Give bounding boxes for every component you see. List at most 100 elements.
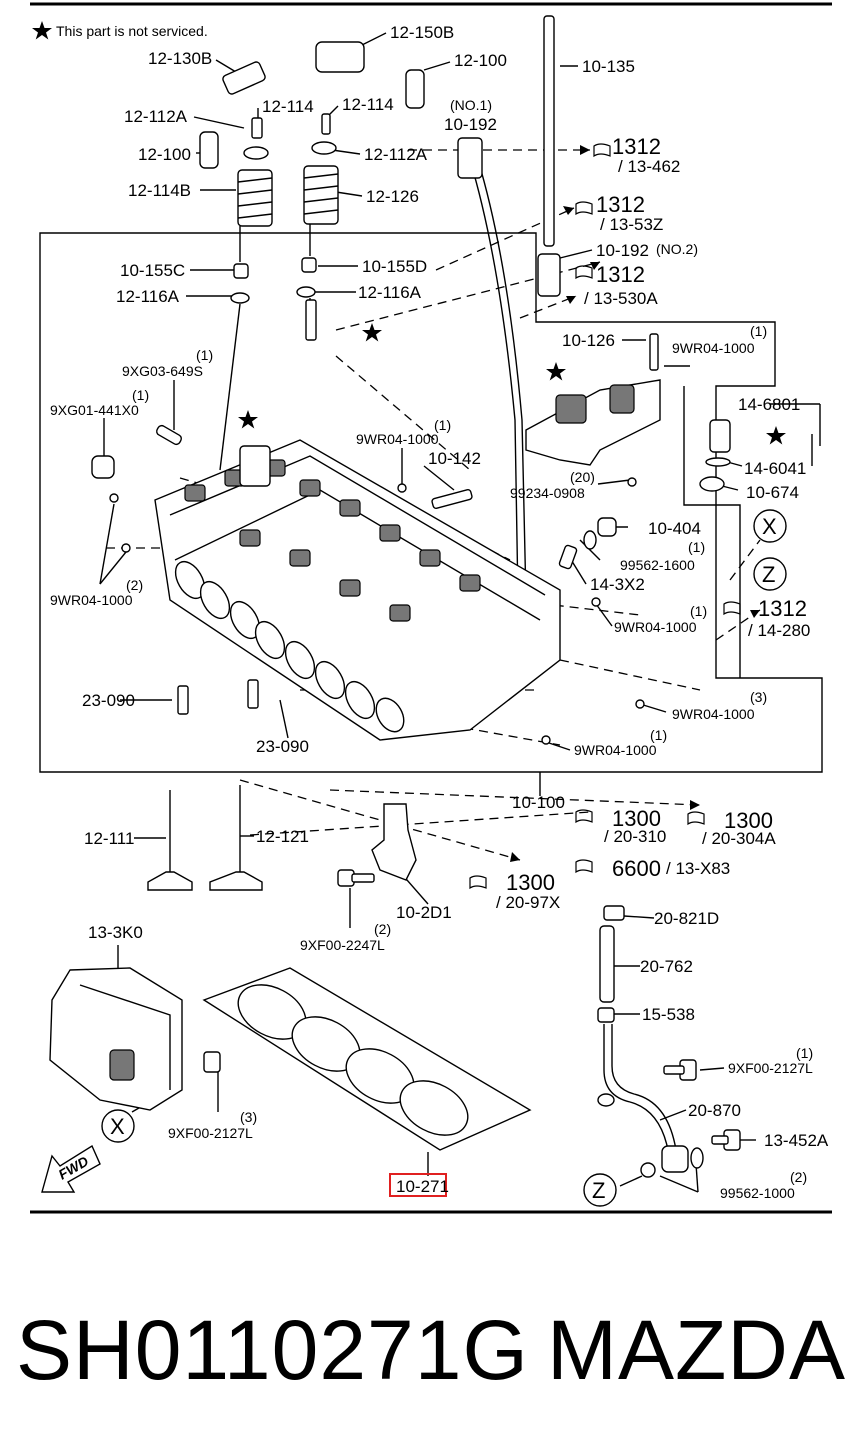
valves [147,785,263,891]
qty-1-d: (1) [434,417,451,433]
label-9XF00-2247L: 9XF00-2247L [300,937,385,953]
highlight-box [389,1173,447,1197]
valve-spring-a [237,169,273,227]
qty-1-b: (1) [196,347,213,363]
label-10-192: 10-192 [444,115,497,134]
label-12-116A-b: 12-116A [358,283,422,302]
camshaft-cap-bolt [543,15,555,247]
highlighted-part[interactable]: 10-271 [389,1173,449,1197]
label-12-150B: 12-150B [390,23,454,42]
ref-z-marker-2: Z [592,1178,605,1203]
ref-13-462: / 13-462 [618,157,680,176]
cylinder-head [91,424,645,745]
star-icon [766,426,786,445]
legend: This part is not serviced. [32,21,208,40]
water-pipe [597,905,741,1178]
label-20-821D: 20-821D [654,909,719,928]
label-99234-0908: 99234-0908 [510,485,585,501]
label-12-100-b: 12-100 [138,145,191,164]
valve-train-parts [199,15,561,601]
qty-3-b: (3) [240,1109,257,1125]
label-13-3K0: 13-3K0 [88,923,143,942]
label-10-674: 10-674 [746,483,799,502]
label-12-116A: 12-116A [116,287,180,306]
ref-1312-b: 1312 [596,192,645,217]
legend-note: This part is not serviced. [56,23,208,39]
ref-1312-a: 1312 [612,134,661,159]
label-20-762: 20-762 [640,957,693,976]
label-12-114-b: 12-114 [342,95,394,114]
qty-1: (1) [750,323,767,339]
ref-20-304A: / 20-304A [702,829,776,848]
cover-13-3k0 [49,967,221,1111]
label-10-135: 10-135 [582,57,635,76]
footer: SH0110271G MAZDA [0,1290,864,1420]
label-23-090: 23-090 [82,691,135,710]
label-9WR04-1000-e: 9WR04-1000 [672,706,755,722]
label-12-114B: 12-114B [128,181,191,200]
rocker-arm-b [315,41,365,73]
ref-20-97X: / 20-97X [496,893,560,912]
label-no1: (NO.1) [450,97,492,113]
label-10-142: 10-142 [428,449,481,468]
ref-20-310: / 20-310 [604,827,666,846]
label-12-112A-b: 12-112A [364,145,428,164]
ref-x-marker-2: X [110,1114,125,1139]
label-9WR04-1000: 9WR04-1000 [672,340,755,356]
label-14-6801: 14-6801 [738,395,800,414]
qty-1-e: (1) [688,539,705,555]
qty-2-c: (2) [790,1169,807,1185]
arrowheads [510,145,760,862]
label-14-6041: 14-6041 [744,459,806,478]
label-9WR04-1000-d: 9WR04-1000 [614,619,697,635]
ref-14-280: / 14-280 [748,621,810,640]
label-23-090-b: 23-090 [256,737,309,756]
label-14-3X2: 14-3X2 [590,575,645,594]
label-10-155C: 10-155C [120,261,185,280]
star-icon [238,410,258,429]
label-10-192-b: 10-192 [596,241,649,260]
qty-1-g: (1) [650,727,667,743]
ref-1300-b: 1300 [724,808,773,833]
label-9XG03-649S: 9XG03-649S [122,363,203,379]
label-10-404: 10-404 [648,519,701,538]
ref-1312-d: 1312 [758,596,807,621]
qty-1-f: (1) [690,603,707,619]
label-10-155D: 10-155D [362,257,427,276]
fwd-arrow-icon: FWD [41,1144,101,1193]
ref-1300-a: 1300 [612,806,661,831]
ref-13-53Z: / 13-53Z [600,215,663,234]
label-10-126: 10-126 [562,331,615,350]
label-9WR04-1000-b: 9WR04-1000 [356,431,439,447]
part-number: SH0110271G [16,1303,529,1397]
label-13-452A: 13-452A [764,1131,829,1150]
ref-1312-c: 1312 [596,262,645,287]
label-9XF00-2127L: 9XF00-2127L [728,1060,813,1076]
qty-2-b: (2) [374,921,391,937]
lash-adjuster-a [405,69,425,109]
label-12-126: 12-126 [366,187,419,206]
label-12-112A: 12-112A [124,107,188,126]
bracket-10-2d1 [337,803,417,887]
star-icon [546,362,566,381]
head-gasket [202,967,532,1151]
label-10-100: 10-100 [512,793,565,812]
ref-1300-c: 1300 [506,870,555,895]
ref-13-530A: / 13-530A [584,289,658,308]
rocker-arm [222,61,266,95]
label-12-100: 12-100 [454,51,507,70]
label-9XF00-2127L-b: 9XF00-2127L [168,1125,253,1141]
qty-20: (20) [570,469,595,485]
label-10-271[interactable]: 10-271 [396,1177,449,1196]
label-9WR04-1000-c: 9WR04-1000 [50,592,133,608]
cam-bracket [525,333,786,570]
valve-spring-b [303,165,339,225]
book-icons [469,143,741,890]
brand-name: MAZDA [547,1303,846,1397]
qty-2: (2) [126,577,143,593]
ref-13-X83: / 13-X83 [666,859,730,878]
label-12-121: 12-121 [256,827,309,846]
label-15-538: 15-538 [642,1005,695,1024]
part-labels: 12-150B 12-130B 12-100 10-135 12-112A 12… [50,23,829,1201]
